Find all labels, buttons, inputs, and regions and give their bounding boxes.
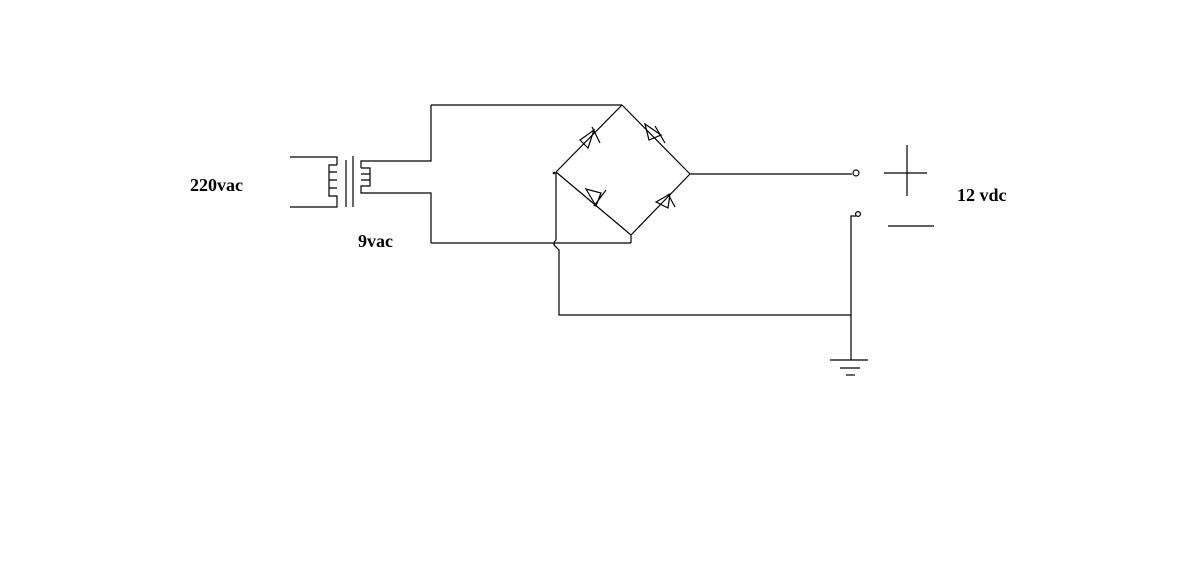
transformer-core — [345, 156, 354, 207]
primary-voltage-label: 220vac — [190, 175, 243, 195]
wire-negative-output — [850, 215, 856, 360]
output-terminal-negative — [854, 211, 861, 218]
bridge-node — [552, 171, 556, 175]
output-terminal-positive — [852, 169, 860, 177]
diode-d1 — [579, 126, 601, 150]
primary-winding — [290, 156, 338, 208]
transformer — [290, 105, 432, 243]
wire-return — [553, 172, 851, 316]
bridge-rectifier — [552, 104, 691, 243]
secondary-winding — [360, 105, 432, 243]
secondary-voltage-label: 9vac — [358, 231, 393, 251]
diode-d2 — [644, 122, 666, 144]
diode-d4 — [654, 192, 676, 209]
ground-symbol — [830, 359, 868, 376]
polarity-plus — [884, 145, 927, 196]
output-voltage-label: 12 vdc — [957, 185, 1007, 205]
diode-d3 — [584, 188, 607, 208]
